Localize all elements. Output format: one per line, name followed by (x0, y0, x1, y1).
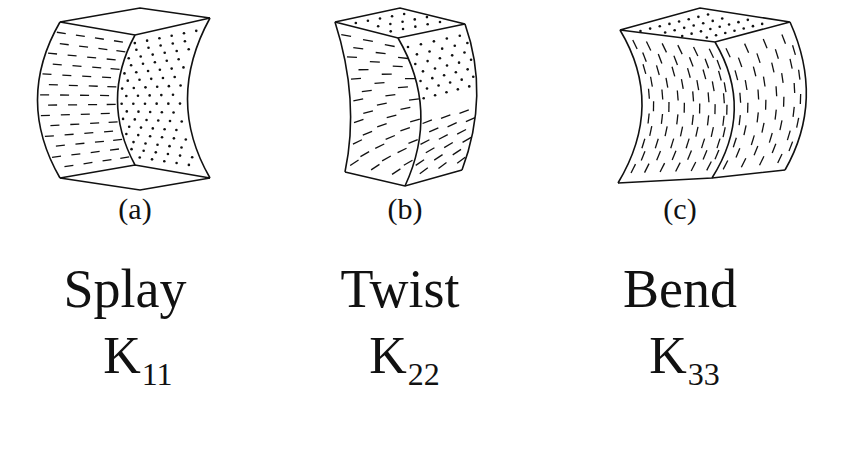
block-edge (398, 38, 421, 186)
panel-letter: (b) (388, 194, 423, 224)
block-edge (618, 170, 785, 183)
twist-block (335, 8, 477, 186)
elastic-constant: K (103, 330, 141, 382)
director-dashes (416, 110, 475, 174)
block-edge (118, 35, 136, 165)
constant-subscript: 11 (142, 358, 173, 390)
constant-subscript: 22 (408, 358, 440, 390)
block-edge (60, 165, 210, 178)
block-edge (785, 22, 806, 170)
block-edge (60, 178, 210, 190)
block-edge (188, 18, 211, 178)
constant-subscript: 33 (688, 358, 720, 390)
director-dashes (40, 32, 129, 166)
director-dots (120, 30, 197, 167)
block-edge (712, 42, 734, 178)
panel-letter: (c) (663, 194, 696, 224)
block-edge (335, 8, 465, 38)
block-edge (60, 8, 210, 22)
director-dashes (341, 35, 420, 175)
block-edge (618, 30, 642, 183)
block-edge (335, 22, 351, 172)
deformation-name: Twist (340, 262, 459, 316)
block-edge (38, 22, 61, 178)
elastic-constant: K (649, 330, 687, 382)
director-dashes (631, 40, 727, 173)
panel-letter: (a) (118, 194, 151, 224)
director-dots (407, 34, 475, 99)
elastic-constant: K (369, 330, 407, 382)
deformation-name: Bend (623, 262, 737, 316)
bend-block (618, 8, 806, 183)
block-edge (462, 24, 477, 170)
splay-block (38, 8, 211, 190)
block-edge (345, 170, 462, 186)
deformation-name: Splay (63, 262, 186, 316)
block-edge (620, 8, 790, 42)
block-edge (60, 18, 210, 35)
